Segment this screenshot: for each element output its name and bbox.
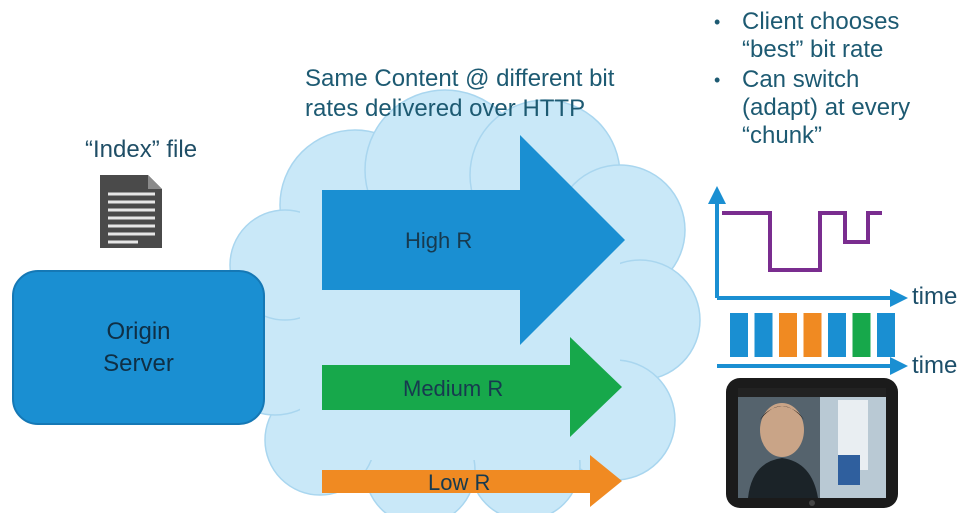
index-file-label: “Index” file (85, 136, 198, 163)
video-frame-image (738, 388, 886, 498)
chunk-bar (828, 313, 846, 357)
bullet-2-line-1: Can switch (742, 66, 860, 93)
origin-server-label-line-1: Origin (106, 317, 171, 345)
bitrate-y-arrowhead (708, 186, 726, 204)
origin-server-label-line-2: Server (103, 349, 174, 377)
chunk-bars (730, 313, 895, 357)
chunk-bar (779, 313, 797, 357)
bullet-list: Client chooses “best” bit rate Can switc… (708, 8, 910, 152)
bitrate-time-label: time (912, 283, 958, 310)
cloud-shape (214, 89, 701, 513)
chunk-bar (877, 313, 895, 357)
medium-rate-label: Medium R (403, 376, 504, 401)
chunk-bar (803, 313, 822, 357)
caption-line-2: rates delivered over HTTP (305, 95, 586, 122)
chunk-time-label: time (912, 352, 958, 379)
origin-server-box: Origin Server (12, 270, 265, 425)
medium-rate-arrow (322, 337, 622, 437)
low-rate-label: Low R (428, 470, 491, 495)
chunk-bar (730, 313, 748, 357)
bullet-2-line-2: (adapt) at every (742, 94, 911, 121)
tablet-home-button[interactable] (809, 500, 815, 506)
caption: Same Content @ different bit rates deliv… (305, 64, 614, 124)
chunk-bar (754, 313, 773, 357)
index-file-icon (100, 175, 162, 248)
low-rate-arrow (322, 455, 622, 507)
bullet-item: Can switch (adapt) at every “chunk” (708, 66, 910, 150)
bullet-item: Client chooses “best” bit rate (708, 8, 910, 64)
bullet-1-line-2: “best” bit rate (742, 36, 884, 63)
caption-line-1: Same Content @ different bit (305, 65, 615, 92)
bitrate-x-arrowhead (890, 289, 908, 307)
bitrate-chart-axes (715, 200, 895, 300)
chunk-x-arrowhead (890, 357, 908, 375)
bullet-2-line-3: “chunk” (742, 122, 823, 149)
bitrate-line (722, 211, 882, 272)
high-rate-arrow (322, 135, 625, 345)
chunk-bar (852, 313, 871, 357)
high-rate-label: High R (405, 228, 473, 253)
bullet-1-line-1: Client chooses (742, 8, 900, 35)
